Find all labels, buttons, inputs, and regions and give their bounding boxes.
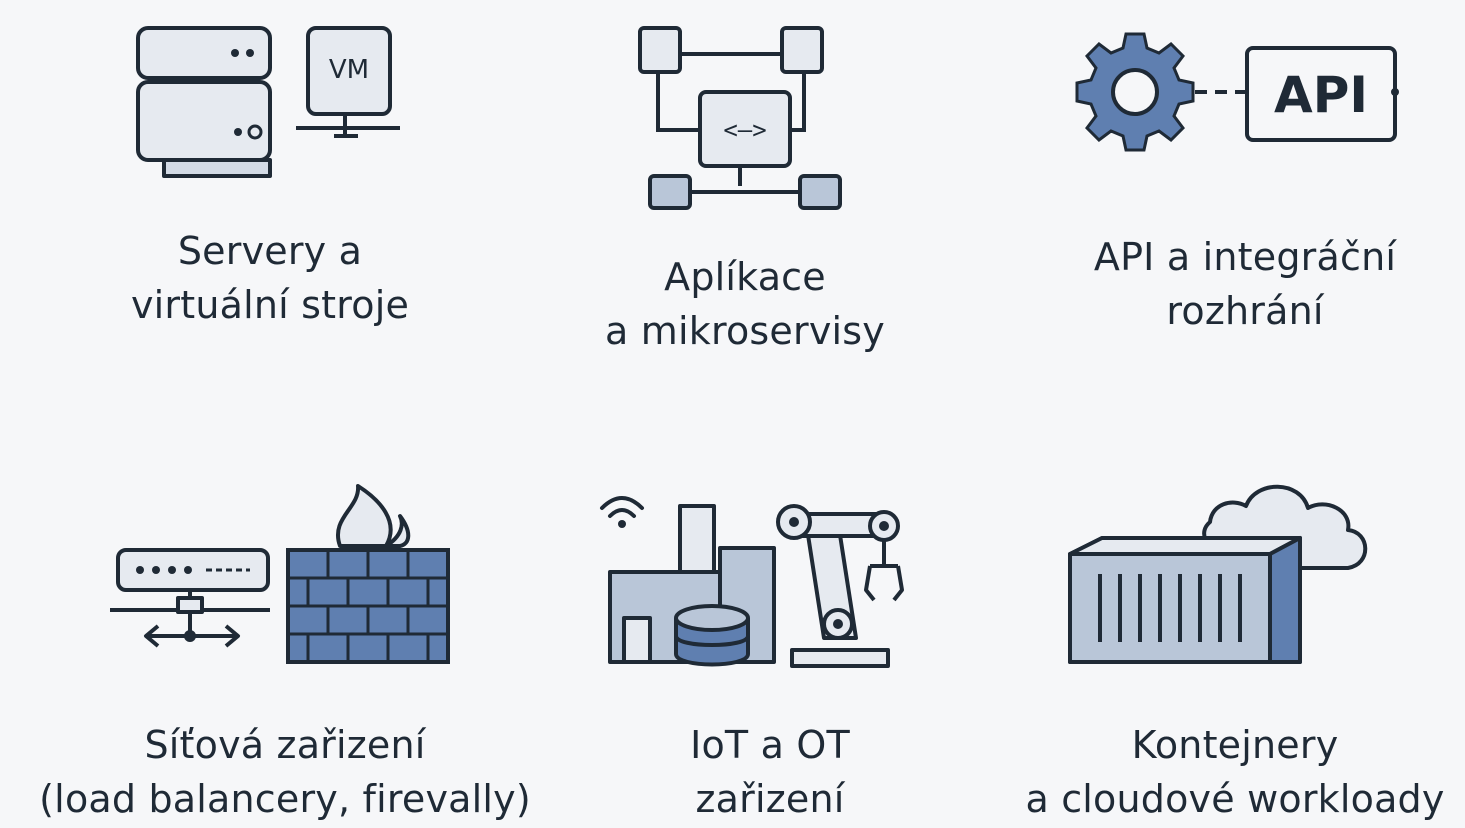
gear-api-icon: API xyxy=(1055,20,1435,160)
item-containers: Kontejnery a cloudové workloady xyxy=(1010,478,1460,826)
container-cloud-icon xyxy=(1010,478,1460,668)
item-applications: <–> Aplíkace a mikroservisy xyxy=(560,20,930,358)
caption-line: rozhrání xyxy=(1166,289,1324,333)
server-vm-icon: VM xyxy=(100,20,440,180)
caption-line: (load balancery, firevally) xyxy=(39,777,531,821)
api-label: API xyxy=(1274,66,1368,124)
item-api: API API a integráční rozhrání xyxy=(1055,20,1435,338)
caption-line: zařizení xyxy=(695,777,845,821)
caption-containers: Kontejnery a cloudové workloady xyxy=(1025,718,1444,826)
caption-iot: IoT a OT zařizení xyxy=(690,718,850,826)
caption-line: IoT a OT xyxy=(690,723,850,767)
code-label: <–> xyxy=(723,116,766,144)
caption-servers: Servery a virtuální stroje xyxy=(131,224,409,332)
caption-line: a mikroservisy xyxy=(605,309,885,353)
caption-line: Aplíkace xyxy=(664,255,826,299)
network-firewall-icon xyxy=(40,478,530,668)
caption-line: Servery a xyxy=(177,229,363,273)
iot-ot-factory-icon xyxy=(580,478,960,678)
caption-line: a cloudové workloady xyxy=(1025,777,1445,821)
caption-line: virtuální stroje xyxy=(130,283,410,327)
application-microservices-icon: <–> xyxy=(560,20,930,220)
item-iot: IoT a OT zařizení xyxy=(580,478,960,826)
caption-line: API a integráční xyxy=(1093,235,1397,279)
item-network: Síťová zařizení (load balancery, fireval… xyxy=(39,478,531,826)
caption-network: Síťová zařizení (load balancery, fireval… xyxy=(39,718,531,826)
item-servers: VM Servery a virtuální stroje xyxy=(100,20,440,332)
caption-applications: Aplíkace a mikroservisy xyxy=(605,250,885,358)
caption-api: API a integráční rozhrání xyxy=(1094,230,1396,338)
vm-label: VM xyxy=(329,55,369,85)
caption-line: Kontejnery xyxy=(1131,723,1339,767)
caption-line: Síťová zařizení xyxy=(144,723,426,767)
